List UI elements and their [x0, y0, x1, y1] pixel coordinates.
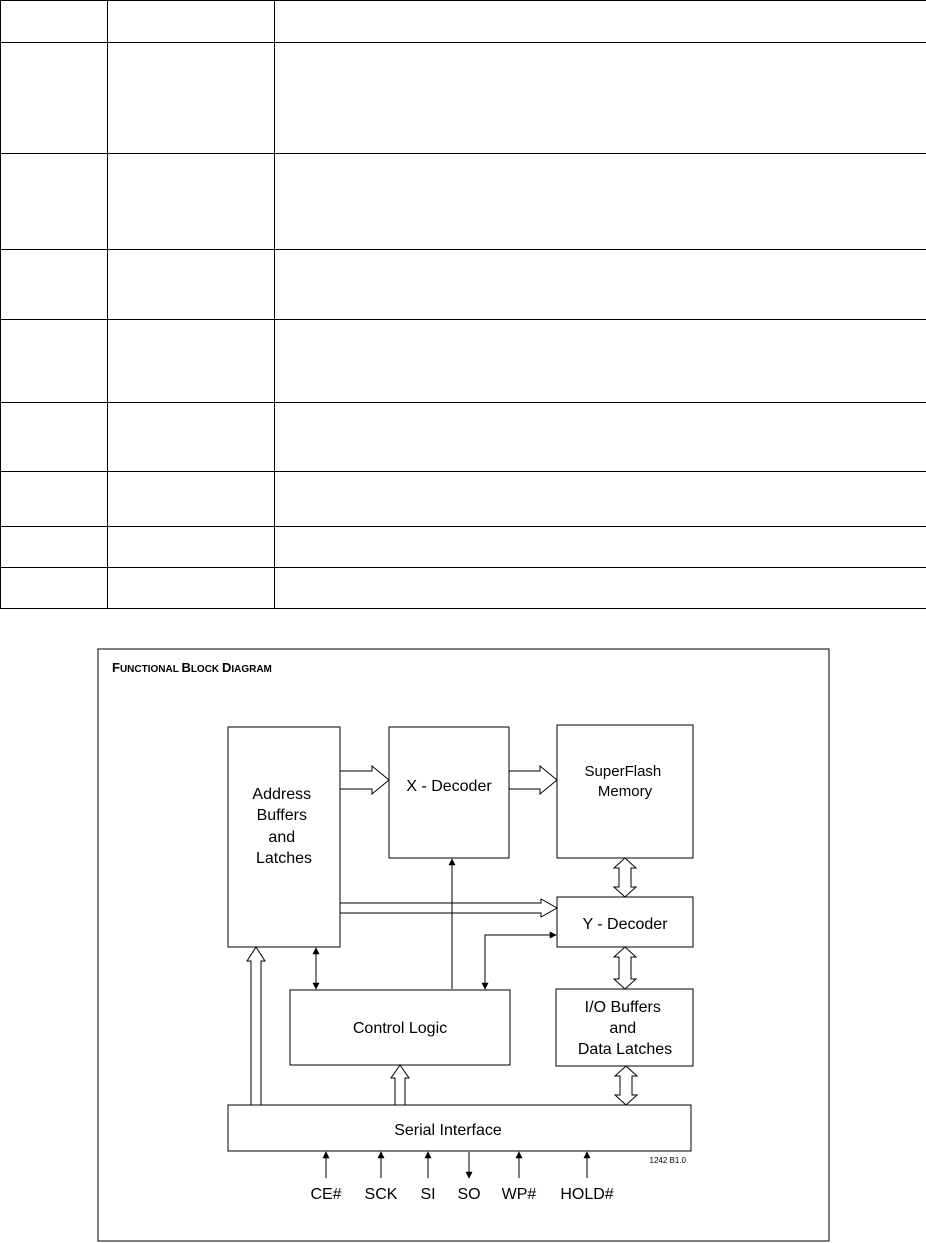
- figure-id: 1242 B1.0: [650, 1156, 687, 1165]
- bus-arrow-address-to-ydecoder: [339, 898, 559, 918]
- table-cell: [274, 249, 926, 320]
- table-row: [0, 42, 926, 154]
- y-decoder-block: [556, 896, 694, 948]
- bus-arrow-iobuffers-serial: [613, 1065, 639, 1106]
- bus-arrow-xdecoder-to-memory: [508, 764, 558, 796]
- table-cell: [107, 249, 275, 320]
- table-cell: [107, 319, 275, 403]
- superflash-memory-label: SuperFlash Memory: [585, 763, 666, 800]
- serial-interface-block: [227, 1104, 692, 1152]
- bus-arrow-serial-to-address: [246, 946, 266, 1106]
- table-row: [0, 249, 926, 320]
- table-cell: [274, 0, 926, 43]
- bus-arrow-address-to-xdecoder: [339, 764, 390, 796]
- bus-arrow-serial-to-control: [390, 1064, 410, 1106]
- bus-arrow-memory-ydecoder: [612, 857, 638, 898]
- diagram-title: FUNCTIONAL BLOCK DIAGRAM: [112, 660, 272, 675]
- table-row: [0, 153, 926, 250]
- table-row: [0, 319, 926, 403]
- address-buffers-label: Address Buffers and Latches: [252, 786, 315, 867]
- table-cell: [274, 567, 926, 609]
- table-row: [0, 567, 926, 609]
- pin-label-wp: WP#: [502, 1186, 537, 1203]
- pin-label-sck: SCK: [365, 1186, 398, 1203]
- pin-label-ce: CE#: [310, 1186, 341, 1203]
- table-cell: [107, 153, 275, 250]
- table-cell: [274, 42, 926, 154]
- table-cell: [0, 153, 108, 250]
- control-logic-block: [289, 989, 511, 1066]
- table-cell: [274, 319, 926, 403]
- io-buffers-label: I/O Buffers and Data Latches: [578, 999, 672, 1058]
- serial-interface-label: Serial Interface: [394, 1122, 502, 1139]
- table-cell: [107, 567, 275, 609]
- x-decoder-label: X - Decoder: [406, 778, 492, 795]
- pin-label-si: SI: [420, 1186, 435, 1203]
- pin-label-so: SO: [457, 1186, 480, 1203]
- diagram-frame: [97, 648, 830, 1242]
- signal-control-ydecoder: [481, 931, 557, 990]
- table-cell: [0, 471, 108, 527]
- pin-description-table: [0, 0, 926, 609]
- address-buffers-block: [227, 726, 341, 948]
- table-cell: [0, 319, 108, 403]
- control-logic-label: Control Logic: [353, 1020, 447, 1037]
- table-cell: [107, 471, 275, 527]
- pin-label-hold: HOLD#: [560, 1186, 613, 1203]
- y-decoder-label: Y - Decoder: [582, 916, 668, 933]
- table-cell: [0, 249, 108, 320]
- table-cell: [274, 153, 926, 250]
- bus-arrow-ydecoder-iobuffers: [612, 946, 638, 990]
- table-cell: [107, 42, 275, 154]
- x-decoder-block: [388, 726, 510, 859]
- io-buffers-block: [555, 988, 694, 1067]
